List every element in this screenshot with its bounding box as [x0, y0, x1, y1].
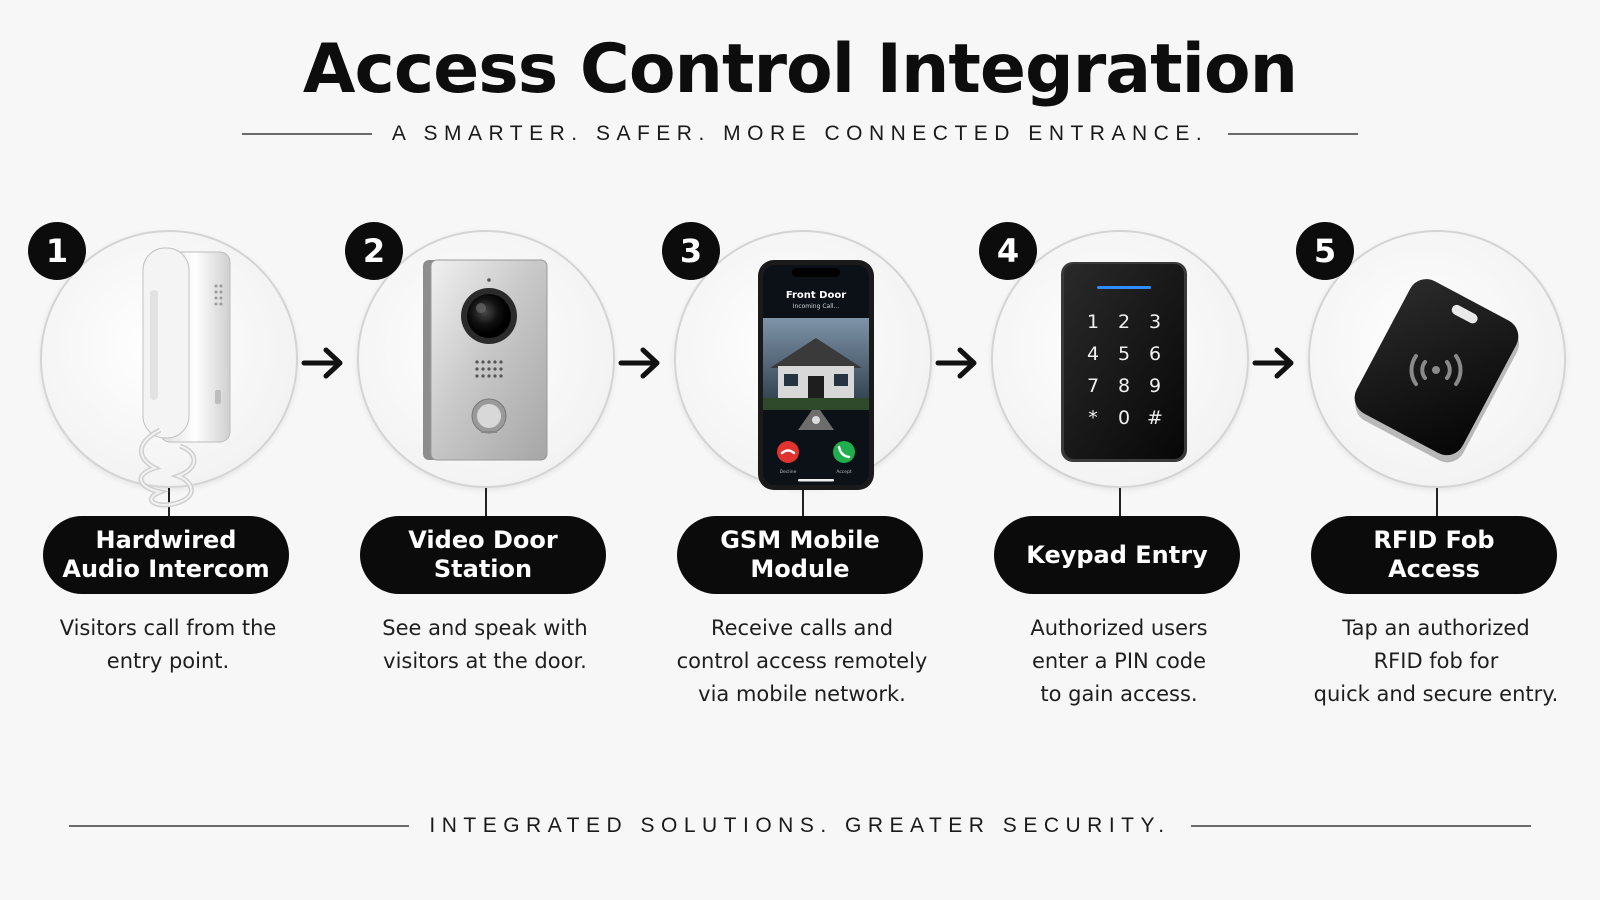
- step-number-badge: 5: [1296, 222, 1354, 280]
- keypad-key: 0: [1118, 407, 1130, 429]
- step-label: GSM Mobile Module: [677, 516, 923, 594]
- step-number-badge: 3: [662, 222, 720, 280]
- subtitle-rule-right: [1228, 133, 1359, 135]
- keypad-key: *: [1088, 407, 1098, 429]
- step-description: Authorized users enter a PIN code to gai…: [1030, 616, 1208, 706]
- step-number-badge: 4: [979, 222, 1037, 280]
- step-label: Keypad Entry: [994, 516, 1240, 594]
- accept-call-icon: [833, 441, 855, 463]
- step-description: Receive calls and control access remotel…: [676, 616, 928, 706]
- footer-rule-left: [69, 825, 410, 827]
- keypad-key: 8: [1118, 375, 1130, 397]
- step-description: See and speak with visitors at the door.: [382, 616, 588, 673]
- page-title: Access Control Integration: [302, 30, 1298, 109]
- step-2: 2 Video Door Station See and speak with …: [335, 222, 635, 722]
- keypad-key: 6: [1149, 343, 1161, 365]
- decline-call-icon: [777, 441, 799, 463]
- keypad-key: 7: [1087, 375, 1099, 397]
- footer-row: INTEGRATED SOLUTIONS. GREATER SECURITY.: [0, 814, 1600, 838]
- intercom-handset-icon: [138, 247, 231, 508]
- keypad-key: 9: [1149, 375, 1161, 397]
- keypad-led: [1097, 286, 1151, 289]
- connector-line: [168, 488, 170, 516]
- phone-call-status: Incoming Call...: [793, 303, 840, 310]
- arrow-right-icon: [1252, 347, 1294, 379]
- step-1: 1 Hardwired Audio Intercom Visitors call…: [18, 222, 318, 722]
- phone-caller-name: Front Door: [786, 290, 846, 301]
- subtitle-row: A SMARTER. SAFER. MORE CONNECTED ENTRANC…: [0, 122, 1600, 146]
- keypad-key: 3: [1149, 311, 1161, 333]
- step-description: Tap an authorized RFID fob for quick and…: [1313, 616, 1559, 706]
- step-number-badge: 2: [345, 222, 403, 280]
- subtitle: A SMARTER. SAFER. MORE CONNECTED ENTRANC…: [391, 122, 1209, 145]
- connector-line: [1119, 488, 1121, 516]
- video-door-station-icon: [423, 259, 548, 461]
- keypad-key: 1: [1087, 311, 1099, 333]
- keypad-key: 5: [1118, 343, 1130, 365]
- smartphone-icon: Front Door Incoming Call... Decline Acce…: [758, 260, 874, 490]
- keypad-key: #: [1147, 407, 1163, 429]
- step-label: RFID Fob Access: [1311, 516, 1557, 594]
- arrow-right-icon: [301, 347, 343, 379]
- step-label: Video Door Station: [360, 516, 606, 594]
- footer-rule-right: [1190, 825, 1531, 827]
- arrow-right-icon: [618, 347, 660, 379]
- keypad-key: 2: [1118, 311, 1130, 333]
- step-label: Hardwired Audio Intercom: [43, 516, 289, 594]
- connector-line: [802, 488, 804, 516]
- subtitle-rule-left: [241, 133, 372, 135]
- step-5: 5 RFID Fob Access Tap an authorized RFID…: [1286, 222, 1586, 722]
- connector-line: [1436, 488, 1438, 516]
- connector-line: [485, 488, 487, 516]
- decline-label: Decline: [780, 469, 797, 475]
- keypad-key: 4: [1087, 343, 1099, 365]
- accept-label: Accept: [836, 469, 852, 475]
- step-3: 3 Front Door Incoming Call... Decline Ac…: [652, 222, 952, 722]
- footer-tagline: INTEGRATED SOLUTIONS. GREATER SECURITY.: [429, 814, 1171, 837]
- step-number-badge: 1: [28, 222, 86, 280]
- rfid-fob-icon: [1354, 279, 1520, 463]
- arrow-right-icon: [935, 347, 977, 379]
- step-description: Visitors call from the entry point.: [59, 616, 277, 673]
